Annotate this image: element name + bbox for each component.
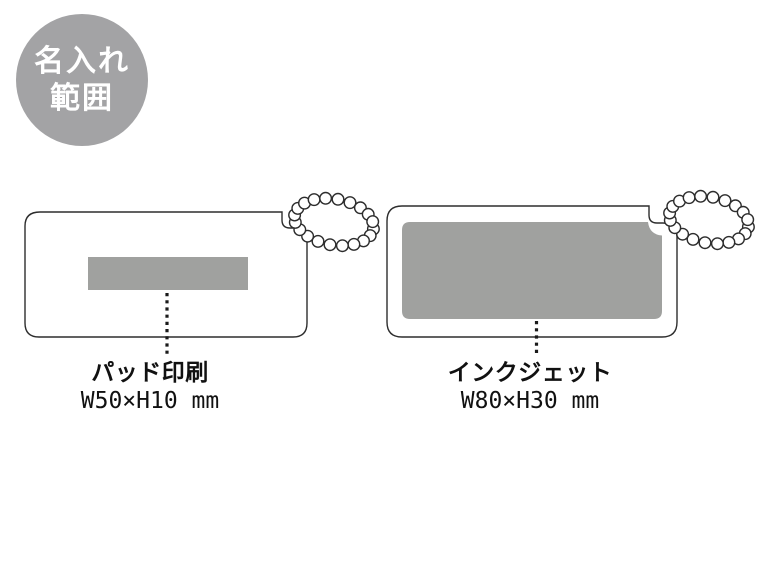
chain-ball (347, 237, 361, 251)
pad-print-size-text: W50×H10 mm (80, 388, 220, 414)
chain-ball (311, 234, 325, 248)
chain-ball (343, 196, 357, 210)
ball-chain-left (288, 191, 380, 253)
chain-ball (319, 191, 333, 205)
pad-print-tag (24, 211, 308, 357)
chain-ball (694, 189, 708, 203)
chain-ball (698, 236, 712, 250)
chain-ball (710, 237, 724, 251)
chain-ball (706, 190, 720, 204)
ball-chain-right (663, 189, 755, 251)
badge-line-1: 名入れ (34, 45, 130, 78)
chain-ball (718, 194, 732, 208)
pad-print-label: パッド印刷 W50×H10 mm (20, 359, 280, 414)
inkjet-label: インクジェット W80×H30 mm (400, 359, 660, 414)
chain-ball (722, 235, 736, 249)
chain-ball (741, 213, 755, 227)
chain-ball (331, 192, 345, 206)
chain-ball (307, 193, 321, 207)
inkjet-tag (386, 205, 678, 357)
inkjet-size-text: W80×H30 mm (460, 388, 600, 414)
chain-ball (323, 238, 337, 252)
inkjet-print-area (402, 222, 662, 319)
pad-print-method-text: パッド印刷 (91, 359, 209, 385)
badge-line-2: 範囲 (50, 82, 114, 115)
chain-ball (682, 191, 696, 205)
imprint-range-badge: 名入れ 範囲 (16, 14, 148, 146)
chain-ball (335, 239, 349, 253)
chain-ball (366, 215, 380, 229)
inkjet-method-text: インクジェット (447, 359, 613, 385)
pad-print-area (88, 257, 248, 290)
chain-ball (686, 232, 700, 246)
